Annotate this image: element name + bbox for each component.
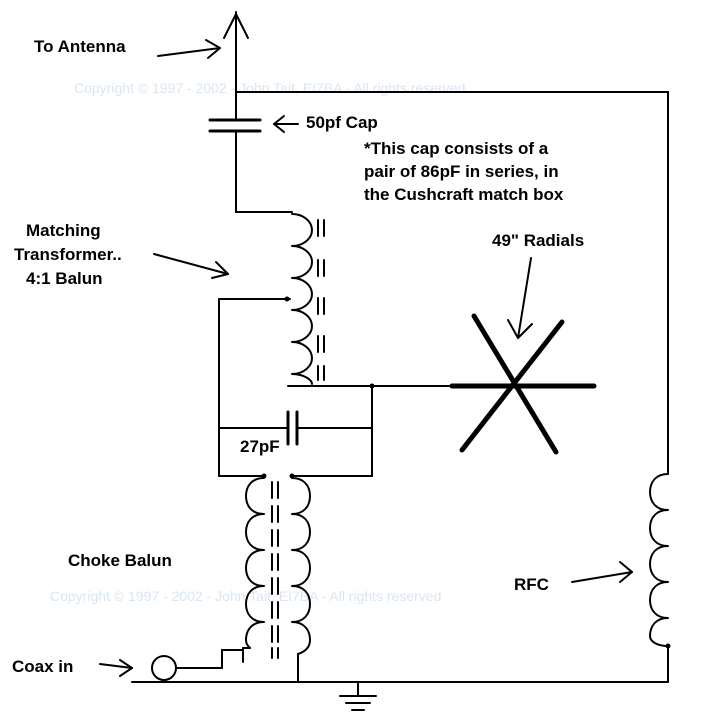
capacitor-50pf-symbol xyxy=(208,118,262,133)
label-radials: 49" Radials xyxy=(492,231,585,250)
label-matching-1: Matching xyxy=(26,221,101,240)
matching-transformer-coil xyxy=(287,213,373,387)
label-choke-balun: Choke Balun xyxy=(68,551,172,570)
antenna-arrow xyxy=(223,11,249,121)
rfc-coil xyxy=(649,473,669,647)
label-27pf: 27pF xyxy=(240,437,280,456)
watermark-bottom: Copyright © 1997 - 2002 - John Tait, EI7… xyxy=(50,588,442,604)
label-matching-2: Transformer.. xyxy=(14,245,122,264)
capacitor-27pf-symbol xyxy=(218,410,373,446)
matching-transformer-core xyxy=(317,219,325,381)
arrow-to-cap xyxy=(273,115,299,133)
radials-symbol xyxy=(449,313,597,455)
label-cap-note-3: the Cushcraft match box xyxy=(364,185,564,204)
junction-dots xyxy=(261,296,671,649)
choke-balun-core xyxy=(271,481,279,659)
ground-symbol xyxy=(339,681,377,711)
choke-balun-right-coil xyxy=(291,477,311,683)
label-rfc: RFC xyxy=(514,575,549,594)
ground-bus xyxy=(131,645,669,683)
wire-cap-to-transformer xyxy=(235,130,293,213)
arrow-to-rfc xyxy=(571,561,633,583)
arrow-coax-in xyxy=(99,659,133,677)
label-50pf-cap: 50pf Cap xyxy=(306,113,378,132)
coax-connector-symbol xyxy=(151,649,244,681)
arrow-to-antenna xyxy=(157,39,221,59)
wire-rfc-loop xyxy=(235,91,669,475)
wire-tap-left xyxy=(218,298,291,477)
label-to-antenna: To Antenna xyxy=(34,37,126,56)
wire-junction-right xyxy=(291,385,453,477)
label-cap-note-2: pair of 86pF in series, in xyxy=(364,162,559,181)
label-matching-3: 4:1 Balun xyxy=(26,269,103,288)
label-cap-note-1: *This cap consists of a xyxy=(364,139,549,158)
choke-balun-left-coil xyxy=(242,477,265,663)
arrow-to-transformer xyxy=(153,253,229,279)
label-coax-in: Coax in xyxy=(12,657,74,676)
arrow-to-radials xyxy=(507,257,533,339)
